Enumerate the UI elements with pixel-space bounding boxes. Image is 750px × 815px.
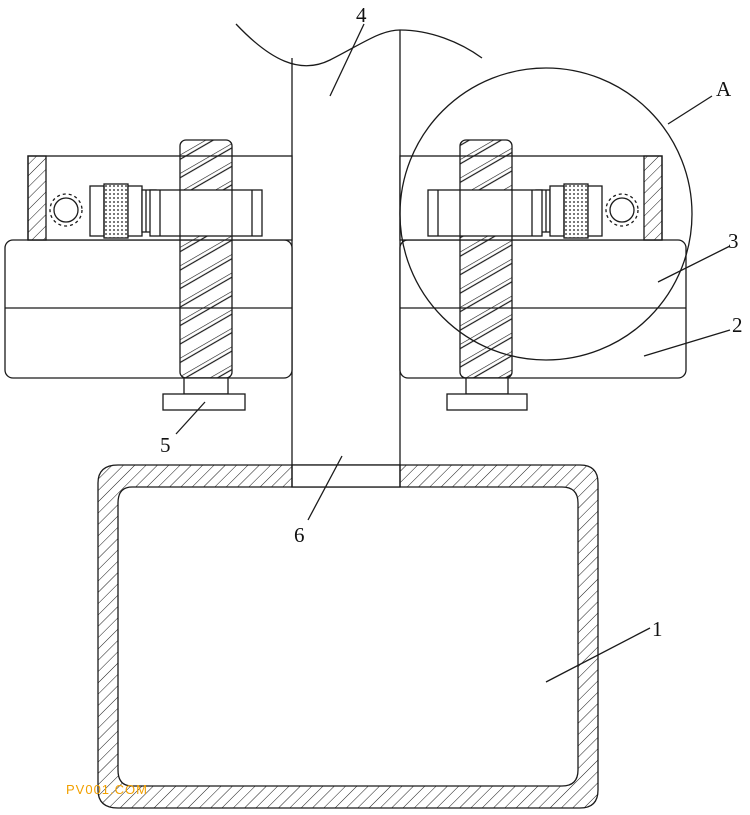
base-plate-left: [4, 239, 293, 379]
box-body: [97, 464, 599, 809]
central-shaft: [291, 30, 401, 487]
shaft-collar: [291, 464, 401, 488]
base-plate-right: [399, 239, 687, 379]
label-part-5: 5: [160, 433, 171, 457]
label-detail-a: A: [716, 77, 732, 101]
bearing-right: [535, 183, 603, 239]
label-part-1: 1: [652, 617, 663, 641]
leader-4: [329, 23, 365, 97]
screw-rod-right: [427, 139, 543, 411]
leader-3: [657, 245, 731, 283]
label-part-2: 2: [732, 313, 743, 337]
detail-circle-a: [399, 67, 693, 361]
label-part-3: 3: [728, 229, 739, 253]
leader-6: [307, 455, 343, 521]
gear-small-right: [605, 193, 639, 227]
watermark: PV001.COM: [66, 782, 148, 797]
label-part-4: 4: [356, 3, 367, 27]
leader-a: [667, 95, 713, 125]
leader-1: [545, 627, 651, 683]
leader-5: [175, 401, 206, 435]
label-part-6: 6: [294, 523, 305, 547]
bearing-left: [89, 183, 157, 239]
leader-2: [643, 329, 731, 357]
screw-rod-left: [149, 139, 263, 411]
gear-small-left: [49, 193, 83, 227]
break-line: [235, 23, 483, 67]
